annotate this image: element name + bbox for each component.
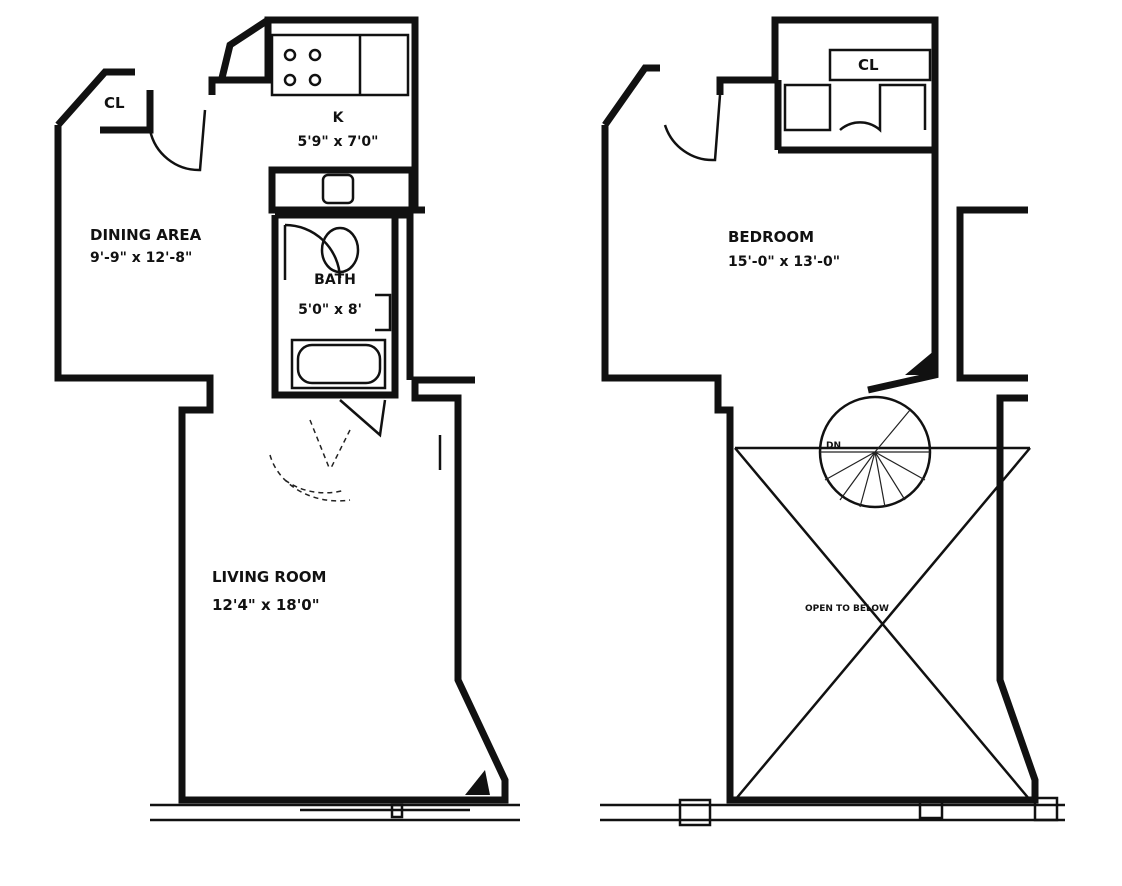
kitchen-size: 5'9" x 7'0" [298,134,379,150]
bedroom-label: BEDROOM [728,228,814,246]
kitchen-label: K [333,110,345,126]
bath-label: BATH [314,272,356,288]
lower-level-plan: CL K 5'9" x 7'0" DINING AREA 9'-9" x 12'… [54,16,520,822]
dining-label: DINING AREA [90,226,202,244]
living-room-label: LIVING ROOM [212,568,326,586]
closet-label-upper: CL [858,56,879,74]
upper-level-plan: CL BEDROOM 15'-0" x 13'-0" DN OPEN TO BE… [600,16,1065,827]
closet-label-lower: CL [104,94,125,112]
dining-size: 9'-9" x 12'-8" [90,250,192,266]
bedroom-size: 15'-0" x 13'-0" [728,254,840,270]
open-to-below-label: OPEN TO BELOW [805,604,889,614]
stair-down-label: DN [826,441,841,451]
living-room-size: 12'4" x 18'0" [212,596,320,614]
bath-size: 5'0" x 8' [298,302,362,318]
